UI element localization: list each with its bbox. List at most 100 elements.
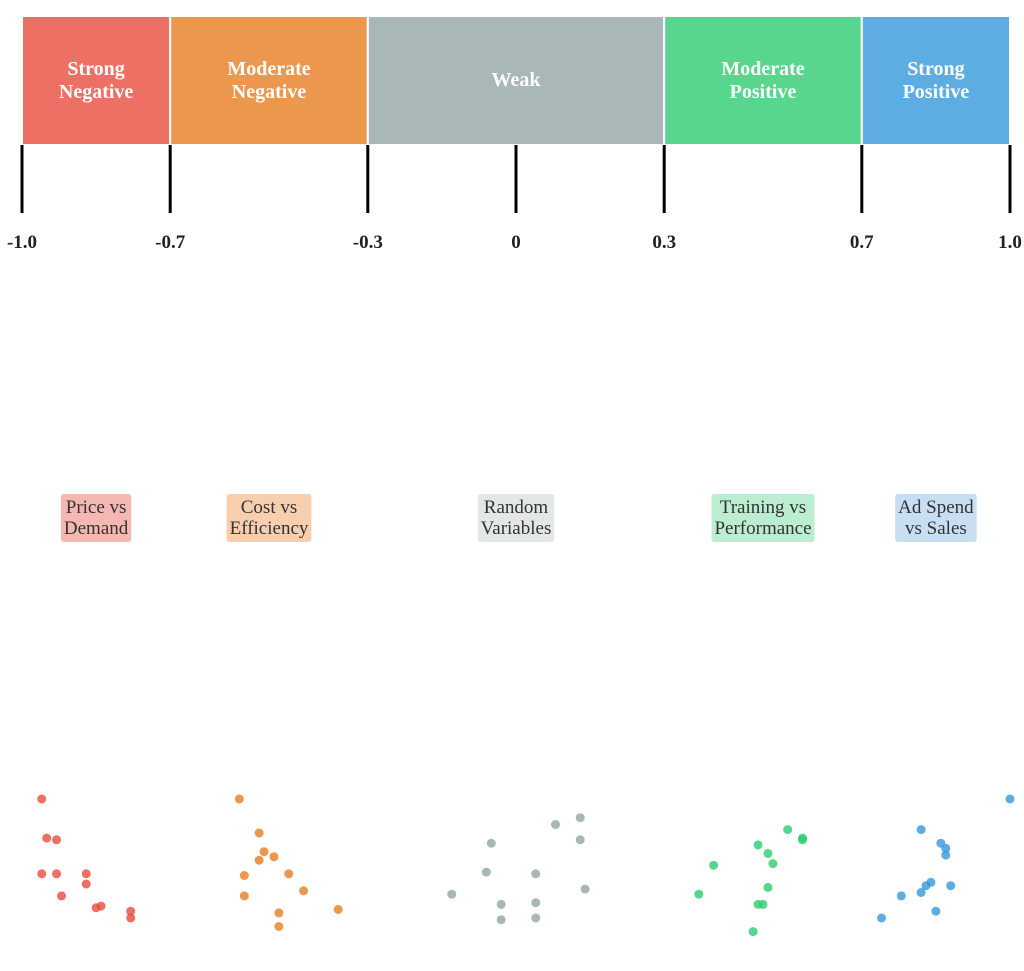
scatter-point: [1005, 794, 1015, 804]
scatter-point: [269, 852, 279, 862]
scatter-point: [941, 850, 951, 860]
segment-label-line1: Strong: [67, 58, 124, 80]
example-points-1: [234, 794, 343, 931]
segment-label-line2: Positive: [730, 81, 797, 103]
example-label-line1: Cost vs: [241, 497, 298, 518]
scatter-point: [42, 833, 52, 843]
scatter-point: [274, 908, 284, 918]
scatter-point: [37, 794, 47, 804]
scatter-point: [916, 825, 926, 835]
scatter-point: [259, 847, 269, 857]
segment-label-line2: Positive: [903, 81, 970, 103]
scatter-point: [916, 888, 926, 897]
example-label-line2: Demand: [64, 518, 129, 539]
scatter-point: [81, 879, 91, 889]
segment-label-line1: Weak: [492, 69, 542, 91]
segment-rect: [366, 15, 666, 146]
scatter-point: [96, 901, 106, 911]
scatter-point: [921, 881, 931, 891]
scatter-point: [496, 899, 506, 909]
tick-label: 0.7: [850, 232, 874, 253]
example-label-line2: Variables: [481, 518, 552, 539]
scatter-point: [333, 905, 343, 914]
scatter-point: [946, 881, 956, 891]
example-points-4: [877, 794, 1015, 923]
scatter-point: [234, 794, 244, 804]
scatter-point: [763, 848, 773, 858]
scatter-point: [531, 898, 541, 908]
scatter-point: [709, 860, 719, 870]
scatter-point: [763, 882, 773, 892]
scatter-point: [486, 838, 496, 848]
segment-rect: [21, 15, 172, 146]
scatter-point: [575, 813, 585, 823]
scatter-point: [57, 891, 67, 901]
tick-label: 0: [511, 232, 521, 253]
scatter-point: [284, 869, 294, 879]
scatter-point: [753, 840, 763, 850]
scatter-point: [447, 889, 457, 899]
scale-axis: -1.0 -0.7 -0.3 0 0.3 0.7 1.0: [7, 145, 1022, 253]
example-label-line2: Efficiency: [230, 518, 309, 539]
scatter-point: [239, 891, 249, 901]
tick-label: -0.3: [353, 232, 383, 253]
scatter-point: [798, 835, 808, 845]
example-scatter: [37, 794, 1015, 937]
scatter-point: [37, 869, 47, 879]
example-label-box: [895, 494, 977, 542]
scatter-point: [551, 820, 561, 829]
tick-label: 1.0: [998, 232, 1022, 253]
scatter-point: [126, 913, 136, 923]
example-points-2: [447, 813, 590, 925]
tick-label: 0.3: [652, 232, 676, 253]
scatter-point: [748, 927, 758, 937]
example-label-box: [711, 494, 815, 542]
segment-label-line2: Negative: [232, 81, 307, 103]
scatter-point: [531, 913, 541, 923]
segment-label-line1: Strong: [907, 58, 964, 80]
segment-label-line2: Negative: [59, 81, 134, 103]
scatter-point: [52, 869, 62, 879]
segment-label-line1: Moderate: [227, 58, 310, 80]
scatter-point: [931, 906, 941, 916]
scatter-point: [531, 869, 541, 879]
example-label-box: [60, 494, 132, 542]
example-label-line1: Random: [484, 497, 549, 518]
scatter-point: [941, 843, 951, 853]
tick-label: -0.7: [155, 232, 186, 253]
scatter-point: [239, 871, 249, 880]
scatter-point: [783, 825, 793, 835]
example-label-line1: Price vs: [66, 497, 127, 518]
segment-rect: [860, 15, 1011, 146]
scatter-point: [768, 859, 778, 869]
scatter-point: [274, 922, 284, 931]
example-label-box: [477, 494, 555, 542]
example-points-3: [694, 825, 808, 937]
scatter-point: [877, 913, 887, 923]
example-points-0: [37, 794, 136, 923]
scatter-point: [896, 891, 906, 901]
tick-label: -1.0: [7, 232, 37, 253]
scatter-point: [496, 915, 506, 925]
scatter-point: [299, 886, 309, 896]
scatter-point: [254, 828, 264, 838]
scatter-point: [694, 889, 704, 899]
scatter-point: [580, 884, 590, 894]
scatter-point: [52, 835, 62, 845]
example-label-line1: Training vs: [720, 497, 806, 518]
segment-label-line1: Moderate: [721, 58, 804, 80]
scatter-point: [126, 906, 136, 916]
scatter-point: [575, 835, 585, 845]
scatter-point: [81, 869, 91, 879]
example-label-box: [226, 494, 312, 542]
